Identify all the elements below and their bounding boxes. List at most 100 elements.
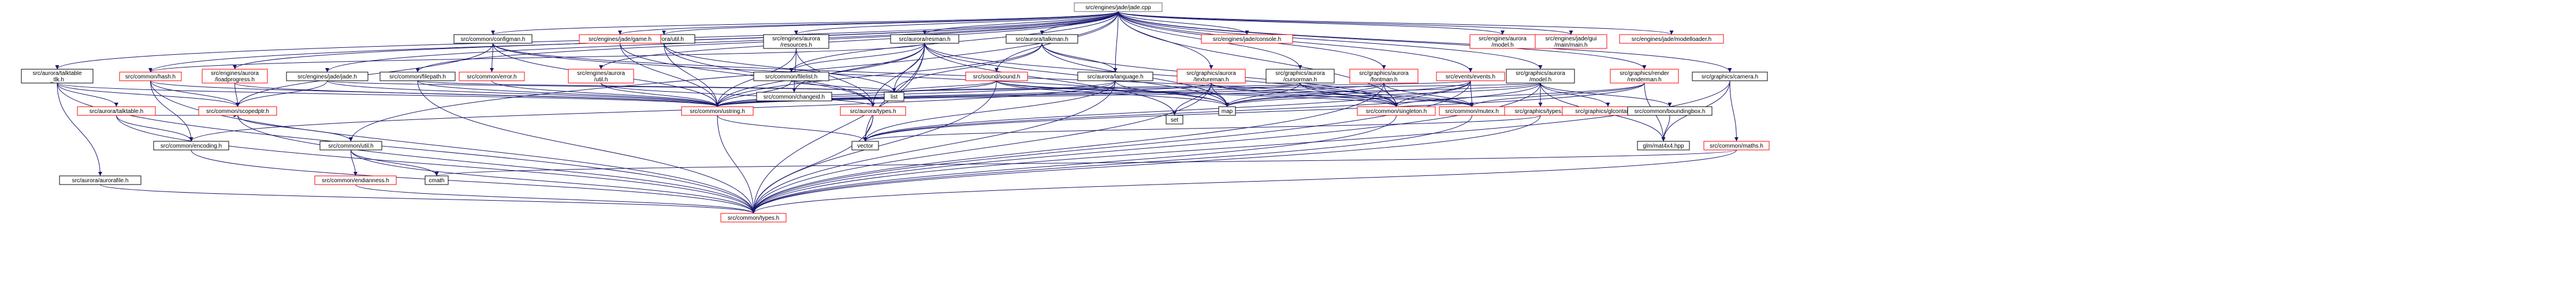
graph-edge-scopedptr-to-common_util — [237, 115, 353, 142]
graph-edge-jade_h-to-scopedptr — [236, 80, 327, 107]
graph-node-box — [763, 34, 829, 49]
graph-node-ustring[interactable]: src/common/ustring.h — [681, 106, 754, 116]
graph-node-matrix4x4: glm/mat4x4.hpp — [1637, 141, 1690, 151]
graph-node-label: src/aurora/language.h — [1087, 74, 1143, 80]
graph-node-game_h[interactable]: src/engines/jade/game.h — [579, 34, 661, 44]
graph-node-box — [1619, 34, 1724, 44]
graph-node-label: src/common/maths.h — [1710, 143, 1763, 149]
graph-node-modelloader[interactable]: src/engines/jade/modelloader.h — [1619, 34, 1724, 44]
graph-node-label: src/engines/aurora/util.h — [577, 70, 625, 83]
graph-node-sound_h[interactable]: src/sound/sound.h — [965, 72, 1028, 81]
graph-node-label: src/engines/aurora/model.h — [1479, 36, 1527, 48]
graph-node-console_h[interactable]: src/engines/jade/console.h — [1201, 34, 1293, 44]
graph-node-guimain[interactable]: src/engines/jade/gui/main/main.h — [1535, 34, 1607, 49]
graph-node-label: src/aurora/resman.h — [899, 36, 950, 43]
graph-node-loadprogress[interactable]: src/engines/aurora/loadprogress.h — [202, 69, 268, 84]
graph-node-box — [753, 72, 829, 81]
graph-node-label: src/graphics/aurora/model.h — [1516, 70, 1565, 83]
graph-node-label: src/aurora/talkman.h — [1015, 36, 1068, 43]
graph-edge-util_h-to-ustring — [664, 43, 720, 107]
graph-node-model_eng[interactable]: src/engines/aurora/model.h — [1469, 34, 1536, 49]
graph-edge-resman-to-changeid — [792, 43, 925, 93]
graph-node-cursorman: src/graphics/aurora/cursorman.h — [1265, 69, 1335, 84]
graph-node-label: src/engines/jade/gui/main/main.h — [1546, 36, 1597, 48]
graph-node-label: src/aurora/util.h — [644, 36, 684, 43]
graph-node-label: src/common/hash.h — [125, 74, 176, 80]
graph-node-box — [1506, 69, 1575, 84]
graph-node-label: src/graphics/aurora/textureman.h — [1186, 70, 1236, 83]
graph-edge-talktable_tlk-to-scopedptr — [57, 82, 240, 107]
graph-node-label: src/common/configman.h — [461, 36, 526, 43]
graph-edge-jade-to-game_h — [618, 11, 1119, 35]
graph-node-box — [1637, 141, 1690, 151]
graph-node-box — [1077, 72, 1153, 81]
graph-edge-eng_util-to-ustring — [601, 82, 720, 107]
graph-node-label: set — [1171, 117, 1179, 123]
graph-node-label: src/common/mutex.h — [1445, 108, 1499, 115]
graph-node-error_h[interactable]: src/common/error.h — [459, 72, 525, 81]
graph-edge-talktable_tlk-to-aurorafile — [57, 82, 102, 176]
graph-edge-gfx_types-to-vector — [863, 115, 1541, 142]
graph-edge-talktable-to-common_types — [116, 115, 755, 214]
graph-node-label: src/common/types.h — [728, 215, 779, 221]
graph-edge-events-to-list — [892, 80, 1471, 93]
graph-edge-singleton-to-common_types — [751, 115, 1397, 214]
graph-node-box — [1177, 69, 1246, 84]
graph-edge-common_util-to-cmath — [351, 149, 439, 176]
graph-edge-sound_h-to-list — [892, 80, 997, 93]
graph-edge-common_util-to-common_types — [351, 149, 755, 214]
graph-node-box — [840, 106, 906, 116]
graph-edge-jade-to-eng_util — [599, 11, 1119, 70]
graph-edge-jade-to-jade_h — [325, 11, 1119, 73]
graph-node-endianness[interactable]: src/common/endianness.h — [314, 175, 397, 185]
graph-node-scopedptr[interactable]: src/common/scopedptr.h — [198, 106, 277, 116]
graph-edge-talktable-to-encoding — [116, 115, 193, 142]
graph-node-box — [1469, 34, 1536, 49]
graph-node-label: src/common/changeid.h — [764, 94, 825, 100]
graph-edge-talkman-to-list — [892, 43, 1043, 93]
graph-node-label: src/aurora/types.h — [850, 108, 896, 115]
graph-node-box — [202, 69, 268, 84]
graph-edge-resman-to-singleton — [924, 43, 1398, 107]
graph-node-eng_util[interactable]: src/engines/aurora/util.h — [568, 69, 634, 84]
graph-node-aurora_types[interactable]: src/aurora/types.h — [840, 106, 906, 116]
graph-node-label: map — [1222, 108, 1233, 115]
graph-node-mutex[interactable]: src/common/mutex.h — [1439, 106, 1505, 116]
graph-edge-filelist-to-ustring — [715, 80, 792, 107]
graph-node-filelist: src/common/filelist.h — [753, 72, 829, 81]
graph-node-box — [459, 72, 525, 81]
graph-edge-mutex-to-common_types — [751, 115, 1472, 214]
graph-node-label: src/engines/jade/game.h — [589, 36, 652, 43]
graph-edge-error_h-to-ustring — [492, 80, 720, 107]
graph-node-box — [425, 175, 449, 185]
graph-node-box — [198, 106, 277, 116]
graph-node-talkman: src/aurora/talkman.h — [1006, 34, 1078, 44]
graph-edge-jade-to-singleton — [1118, 11, 1398, 107]
graph-node-label: src/common/singleton.h — [1366, 108, 1427, 115]
graph-node-talktable[interactable]: src/aurora/talktable.h — [77, 106, 156, 116]
graph-node-vector: vector — [851, 141, 879, 151]
graph-node-label: src/aurora/aurorafile.h — [72, 178, 129, 184]
graph-node-box — [851, 141, 879, 151]
graph-node-hash[interactable]: src/common/hash.h — [119, 72, 182, 81]
graph-node-fontman[interactable]: src/graphics/aurora/fontman.h — [1349, 69, 1419, 84]
graph-edge-boundingbox-to-matrix4x4 — [1661, 115, 1670, 142]
graph-node-events[interactable]: src/events/events.h — [1436, 72, 1505, 81]
graph-node-textureman[interactable]: src/graphics/aurora/textureman.h — [1177, 69, 1246, 84]
graph-node-label: src/engines/jade/console.h — [1213, 36, 1281, 43]
graph-node-box — [21, 69, 94, 84]
graph-node-singleton[interactable]: src/common/singleton.h — [1357, 106, 1436, 116]
graph-edge-encoding-to-common_types — [191, 149, 755, 214]
graph-node-label: src/engines/aurora/resources.h — [772, 36, 820, 48]
graph-edge-sound_h-to-mutex — [996, 80, 1474, 107]
graph-node-label: src/events/events.h — [1446, 74, 1495, 80]
graph-node-box — [1265, 69, 1335, 84]
graph-node-label: src/common/filelist.h — [765, 74, 818, 80]
graph-node-cmath: cmath — [425, 175, 449, 185]
graph-edge-fontman-to-map — [1225, 82, 1384, 107]
graph-node-common_types[interactable]: src/common/types.h — [720, 213, 787, 223]
graph-node-maths[interactable]: src/common/maths.h — [1703, 141, 1770, 151]
graph-node-box — [1627, 106, 1713, 116]
graph-node-renderman[interactable]: src/graphics/render/renderman.h — [1610, 69, 1679, 84]
